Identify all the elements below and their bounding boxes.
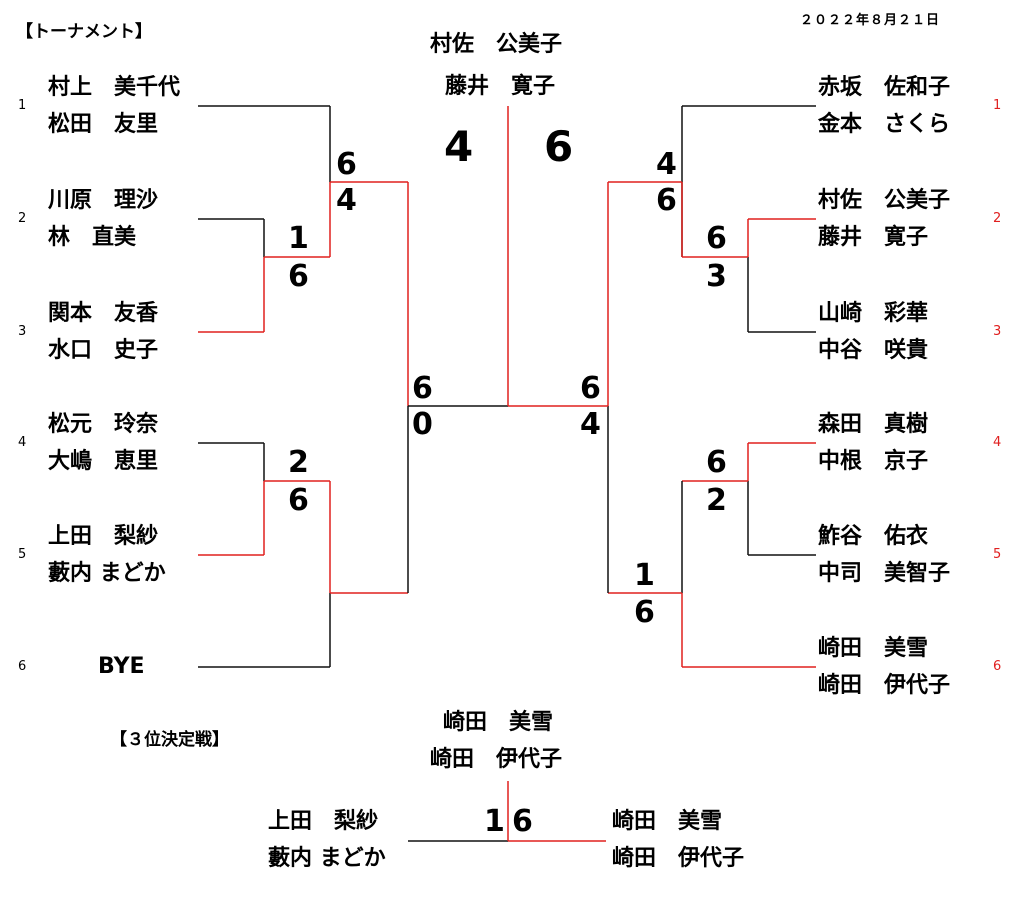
score: 4	[656, 147, 677, 182]
score: 6	[706, 221, 727, 256]
player-name: 関本 友香	[48, 301, 159, 326]
player-name: 崎田 伊代子	[612, 846, 745, 871]
player-name: 村上 美千代	[48, 75, 181, 100]
score: 2	[288, 445, 309, 480]
page-title: 【トーナメント】	[16, 22, 152, 42]
player-name: 鮓谷 佑衣	[818, 524, 929, 549]
score: 6	[580, 371, 601, 406]
final-right-score: 6	[544, 122, 574, 171]
player-name: 赤坂 佐和子	[818, 75, 951, 100]
left-seed: 4	[18, 435, 27, 450]
right-seed: 5	[993, 547, 1002, 562]
score: 1	[634, 558, 655, 593]
score: 0	[412, 407, 433, 442]
player-name: 上田 梨紗	[48, 524, 159, 549]
player-name: 上田 梨紗	[268, 809, 379, 834]
player-name: 崎田 美雪	[612, 809, 723, 834]
score: 6	[412, 371, 433, 406]
player-name: 森田 真樹	[818, 412, 929, 437]
champion-line1: 村佐 公美子	[430, 32, 563, 57]
left-seed: 6	[18, 659, 27, 674]
score: 6	[288, 259, 309, 294]
player-name: 川原 理沙	[48, 188, 159, 213]
left-seed: 5	[18, 547, 27, 562]
player-name: 崎田 伊代子	[818, 673, 951, 698]
player-name: 林 直美	[48, 225, 137, 250]
date-label: ２０２２年８月２１日	[800, 13, 941, 28]
bye-label: BYE	[98, 654, 145, 679]
score: 6	[656, 183, 677, 218]
third-winner-line1: 崎田 美雪	[443, 710, 554, 735]
score: 3	[706, 259, 727, 294]
player-name: 松田 友里	[48, 112, 159, 137]
player-name: 藤井 寛子	[818, 225, 929, 250]
third-place-title: 【３位決定戦】	[110, 730, 229, 750]
right-seed: 4	[993, 435, 1002, 450]
final-left-score: 4	[444, 122, 474, 171]
player-name: 藪内 まどか	[48, 561, 166, 586]
third-winner-line2: 崎田 伊代子	[430, 747, 563, 772]
score: 2	[706, 483, 727, 518]
player-name: 中司 美智子	[818, 561, 951, 586]
left-seed: 1	[18, 98, 27, 113]
player-name: 崎田 美雪	[818, 636, 929, 661]
score: 6	[336, 147, 357, 182]
right-seed: 1	[993, 98, 1002, 113]
score: 4	[336, 183, 357, 218]
left-seed: 2	[18, 211, 27, 226]
player-name: 中根 京子	[818, 449, 929, 474]
right-seed: 6	[993, 659, 1002, 674]
player-name: 中谷 咲貴	[818, 338, 929, 363]
left-seed: 3	[18, 324, 27, 339]
score: 6	[288, 483, 309, 518]
player-name: 大嶋 恵里	[48, 449, 159, 474]
score: 1	[288, 221, 309, 256]
right-seed: 2	[993, 211, 1002, 226]
player-name: 水口 史子	[48, 338, 159, 363]
champion-line2: 藤井 寛子	[445, 74, 556, 99]
score: 6	[634, 595, 655, 630]
player-name: 山崎 彩華	[818, 301, 929, 326]
player-name: 松元 玲奈	[48, 412, 159, 437]
player-name: 金本 さくら	[818, 112, 951, 137]
score: 6	[706, 445, 727, 480]
score: 4	[580, 407, 601, 442]
right-seed: 3	[993, 324, 1002, 339]
score: 6	[512, 804, 533, 839]
player-name: 村佐 公美子	[818, 188, 951, 213]
player-name: 藪内 まどか	[268, 846, 386, 871]
score: 1	[484, 804, 505, 839]
